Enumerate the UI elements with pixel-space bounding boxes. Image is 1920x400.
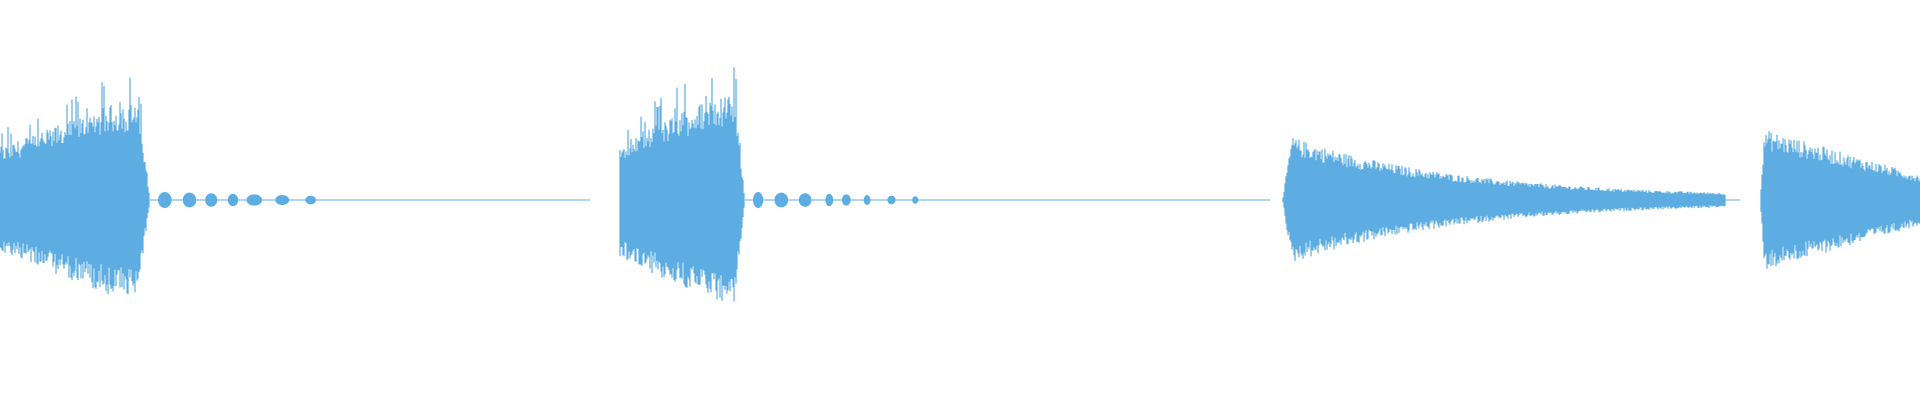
clip-4-body (1760, 131, 1920, 269)
clip-2-tail-blip (912, 196, 919, 204)
clip-1-waveform (0, 77, 590, 295)
clip-1-tail-blip (246, 194, 263, 206)
clip-2-tail-blip (798, 193, 812, 207)
clip-3-waveform (1282, 138, 1740, 261)
clip-3-body (1282, 138, 1726, 261)
clip-2-tail-blip (774, 192, 789, 208)
clip-2-tail-blip (863, 195, 871, 205)
clip-2-waveform (619, 67, 1270, 302)
clip-1-tail-blip (227, 193, 239, 207)
clip-1-tail-blip (158, 192, 172, 208)
clip-1-tail-blip (275, 195, 290, 205)
clip-2-tail-blip (841, 194, 851, 206)
clip-2-tail-blip (825, 193, 834, 207)
clip-4-waveform (1760, 131, 1920, 269)
clip-2-tail-blip (887, 195, 896, 205)
clip-1-tail-blip (182, 192, 197, 208)
clip-2-body (619, 67, 745, 302)
clip-2-tail-blip (753, 192, 764, 208)
clip-1-tail-blip (205, 193, 218, 207)
clip-1-tail-blip (305, 195, 317, 205)
clip-1-body (0, 77, 150, 295)
